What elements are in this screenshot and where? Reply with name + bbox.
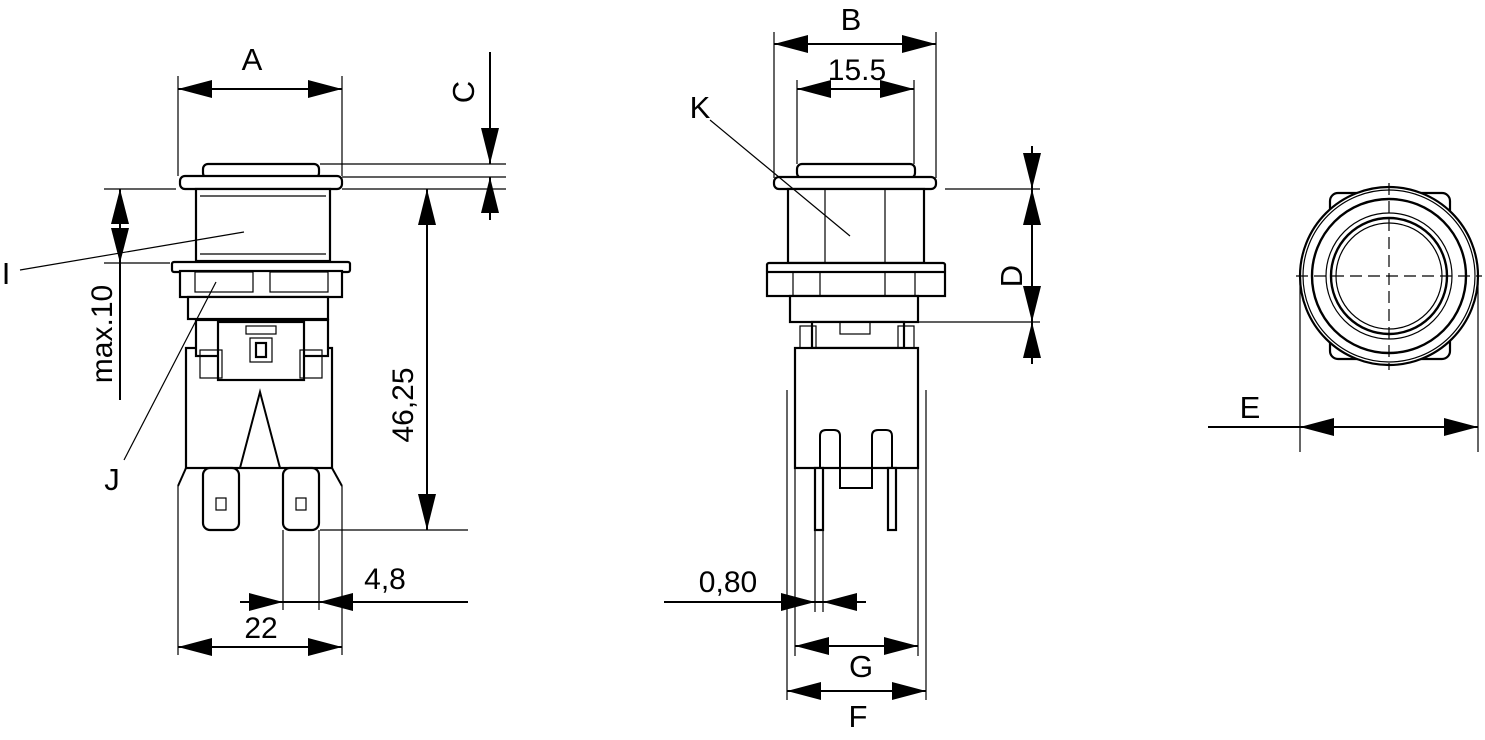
dim-height: 46,25 [387,367,420,442]
label-k: K [690,90,711,125]
label-g: G [849,649,873,684]
label-d: D [994,265,1029,287]
label-i: I [2,256,11,291]
dim-inner: 15.5 [828,54,886,87]
dim-max10: max.10 [86,285,119,383]
top-view: E [1208,183,1482,452]
label-a: A [242,42,263,77]
side-view: B 15.5 K D 0,80 G F [664,2,1041,734]
dim-pin-pitch: 4,8 [364,563,406,596]
label-f: F [849,699,868,734]
label-c: C [446,81,481,103]
front-view: A C max.10 46,25 4,8 22 I J [2,42,506,656]
dim-pin-thickness: 0,80 [699,566,757,599]
label-j: J [104,462,120,497]
label-e: E [1240,390,1261,425]
dim-base: 22 [244,612,277,645]
label-b: B [841,2,862,37]
